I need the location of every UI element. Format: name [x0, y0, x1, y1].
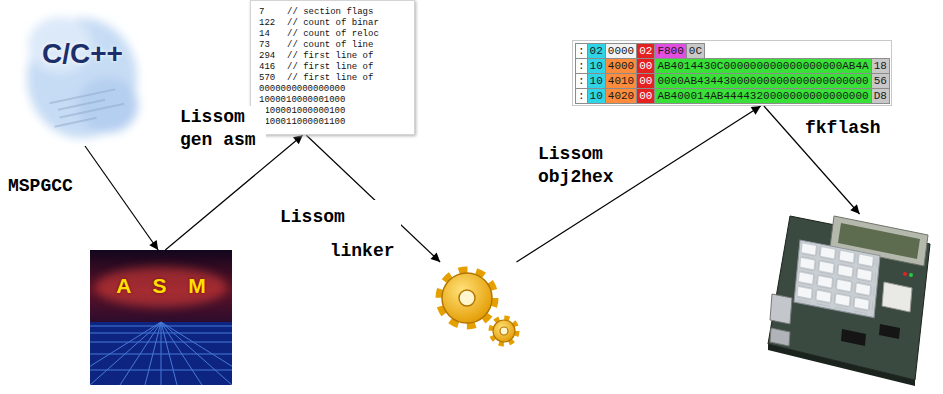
listing-line: 73 — [259, 40, 287, 51]
tool-label: MSPGCC — [8, 176, 73, 198]
hex-file: :02000002F8000C:10400000AB4014430C000000… — [572, 40, 892, 106]
gear-icon — [440, 271, 517, 344]
tool-label: Lissom linker — [280, 200, 401, 268]
listing-line: 416 — [259, 62, 287, 73]
hex-field: 0000AB43443000000000000000000000 — [654, 73, 871, 89]
hex-field: 00 — [636, 73, 655, 89]
listing-line: 570 — [259, 73, 287, 84]
hex-field: 02 — [636, 43, 655, 59]
listing-line: 0100001000000100 — [259, 106, 406, 117]
dev-board-photo — [768, 216, 930, 386]
source-logo: C/C++ — [20, 8, 145, 146]
listing-line: 14 — [259, 29, 287, 40]
hex-field: 0000 — [605, 43, 637, 59]
hex-record: :02000002F8000C — [575, 43, 889, 58]
listing-line: 0000000000000000 — [259, 84, 406, 95]
hex-field: F800 — [654, 43, 686, 59]
connector-group — [85, 106, 860, 262]
hex-field: AB400014AB4444320000000000000000 — [654, 88, 871, 104]
listing-line: 7 — [259, 7, 287, 18]
listing-line: // first line of — [287, 73, 406, 84]
hex-field: AB4014430C000000000000000000AB4A — [654, 58, 871, 74]
hex-record: :104010000000AB4344300000000000000000000… — [575, 73, 889, 88]
listing-line: // count of reloc — [287, 29, 406, 40]
hex-record: :10400000AB4014430C000000000000000000AB4… — [575, 58, 889, 73]
hex-field: 10 — [587, 73, 606, 89]
cpp-code-strokes — [50, 88, 126, 127]
hex-field: 18 — [871, 58, 890, 74]
listing-line: // count of line — [287, 40, 406, 51]
hex-record: :10402000AB400014AB444432000000000000000… — [575, 88, 889, 103]
hex-field: 10 — [587, 58, 606, 74]
listing-line: // first line of — [287, 51, 406, 62]
hex-field: 00 — [636, 88, 655, 104]
asm-picture — [90, 250, 232, 385]
asm-image: A S M — [90, 250, 232, 385]
listing-line: 294 — [259, 51, 287, 62]
hex-field: 0C — [686, 43, 705, 59]
hex-field: 4000 — [605, 58, 637, 74]
tool-label: fkflash — [805, 118, 881, 140]
listing-line: 1100011000001100 — [259, 117, 406, 128]
flow-arrow — [516, 106, 760, 262]
hex-field: 00 — [636, 58, 655, 74]
object-listing: 7// section flags122// count of binar14/… — [250, 0, 415, 135]
listing-line: 1000010000001000 — [259, 95, 406, 106]
listing-line: // count of binar — [287, 18, 406, 29]
listing-line: // section flags — [287, 7, 406, 18]
cpp-cloud — [27, 17, 138, 138]
dev-board — [765, 214, 937, 390]
hex-field: 10 — [587, 88, 606, 104]
hex-field: 4020 — [605, 88, 637, 104]
hex-field: 56 — [871, 73, 890, 89]
asm-letters: A S M — [116, 274, 206, 298]
listing-line: 122 — [259, 18, 287, 29]
listing-line: // first line of — [287, 62, 406, 73]
hex-field: 4010 — [605, 73, 637, 89]
tool-label: Lissom obj2hex — [538, 143, 617, 190]
flow-arrow — [85, 146, 158, 250]
linker-gears — [430, 262, 522, 348]
hex-field: 02 — [587, 43, 606, 59]
hex-field: D8 — [871, 88, 890, 104]
logo-text: C/C++ — [42, 38, 123, 70]
tool-label: Lissom gen asm — [180, 106, 266, 151]
